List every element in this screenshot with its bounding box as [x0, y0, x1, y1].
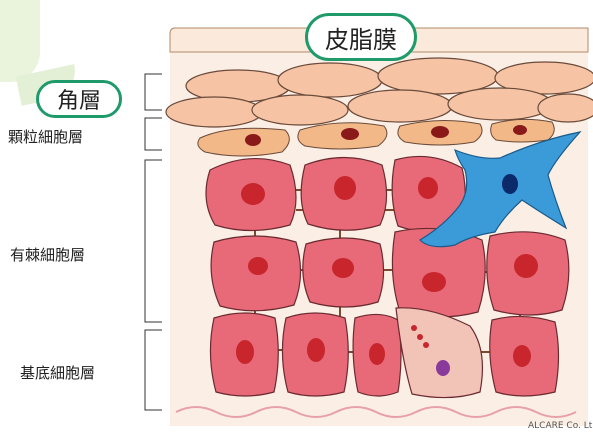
label-granular-layer: 顆粒細胞層 — [8, 126, 83, 147]
bracket-kakuso — [145, 74, 162, 110]
langerhans-nucleus — [502, 174, 518, 194]
bracket-kanryu — [145, 118, 162, 150]
label-horny-layer: 角層 — [36, 80, 122, 118]
label-basal-layer: 基底細胞層 — [20, 362, 95, 383]
label-spinous-layer: 有棘細胞層 — [10, 244, 85, 265]
sebum-film-title: 皮脂膜 — [305, 13, 417, 61]
copyright-credit: ALCARE Co. Lt — [528, 421, 592, 431]
merkel-nucleus — [436, 360, 450, 376]
layer-brackets — [145, 74, 162, 410]
bracket-yukyoku — [145, 160, 162, 322]
bracket-kitei — [145, 330, 162, 410]
